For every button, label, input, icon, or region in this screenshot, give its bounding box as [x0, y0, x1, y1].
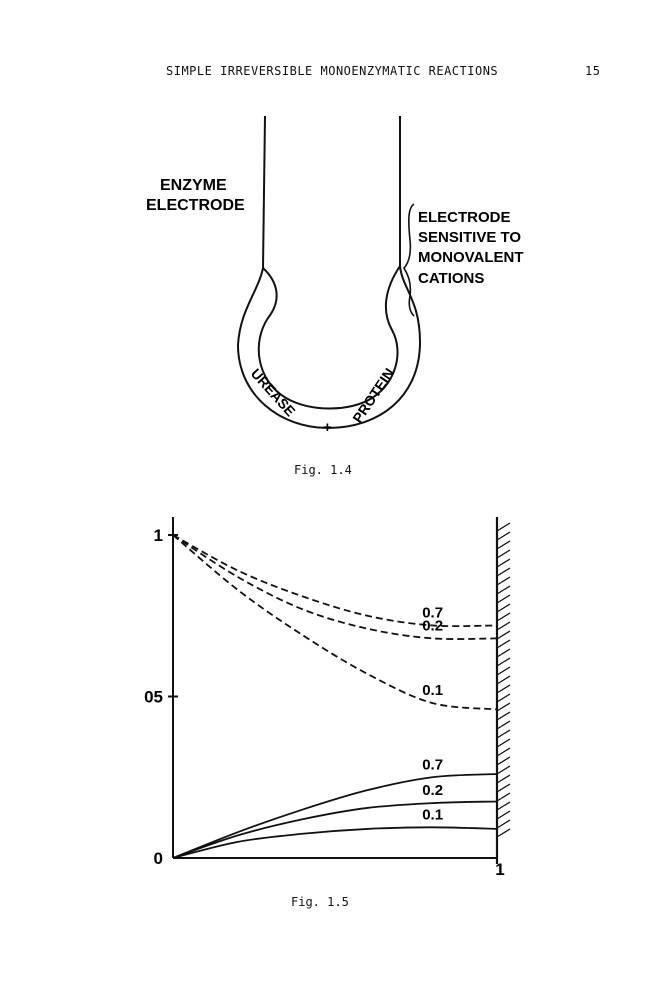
label-electrode-line1: ELECTRODE [418, 209, 511, 226]
wall-hatch [496, 558, 511, 568]
wall-hatch [496, 738, 511, 748]
wall-hatch [496, 711, 511, 721]
figure-1-4-caption: Fig. 1.4 [294, 463, 352, 477]
wall-hatch [496, 774, 511, 784]
page-header: SIMPLE IRREVERSIBLE MONOENZYMATIC REACTI… [0, 64, 666, 84]
wall-hatch [496, 612, 511, 622]
wall-hatch [496, 621, 511, 631]
wall-hatch [496, 576, 511, 586]
wall-hatch [496, 702, 511, 712]
wall-hatch [496, 675, 511, 685]
series-label-solid-0-1: 0.1 [422, 806, 443, 823]
y-tick-label: 05 [144, 688, 163, 707]
wall-hatch [496, 729, 511, 739]
wall-hatch [496, 531, 511, 541]
electrode-tube [236, 115, 422, 430]
running-title: SIMPLE IRREVERSIBLE MONOENZYMATIC REACTI… [166, 64, 499, 78]
wall-hatch [496, 639, 511, 649]
wall-hatch [496, 819, 511, 829]
label-enzyme-line1: ENZYME [160, 177, 227, 194]
series-line-dashed-0-1 [172, 534, 498, 711]
series-label-dashed-0-2: 0.2 [422, 617, 443, 634]
wall-hatch [496, 756, 511, 766]
y-tick-label: 0 [154, 849, 163, 868]
wall-hatch [496, 693, 511, 703]
label-electrode-line3: MONOVALENT [418, 249, 524, 266]
x-tick-label: 1 [495, 860, 504, 879]
wall-hatch [496, 540, 511, 550]
label-enzyme-line2: ELECTRODE [146, 197, 245, 214]
figure-1-4: ENZYME ELECTRODE ELECTRODE SENSITIVE TO … [146, 115, 524, 436]
electrode-outer-wall [236, 115, 422, 430]
series-line-dashed-0-7 [172, 534, 498, 628]
wall-hatch [496, 747, 511, 757]
wall-hatch [496, 801, 511, 811]
figure-1-5-caption: Fig. 1.5 [291, 895, 349, 909]
wall-hatch [496, 522, 511, 532]
wall-hatch [496, 684, 511, 694]
series-line-solid-0-7 [172, 773, 498, 859]
wall-hatch [496, 828, 511, 838]
label-electrode-line2: SENSITIVE TO [418, 229, 521, 246]
page-number: 15 [585, 64, 601, 78]
wall-hatch [496, 720, 511, 730]
series-line-solid-0-2 [172, 800, 498, 859]
wall-hatch [496, 648, 511, 658]
brace-icon [403, 203, 415, 317]
wall-hatch [496, 765, 511, 775]
wall-hatch [496, 603, 511, 613]
wall-hatch [496, 549, 511, 559]
wall-hatch [496, 666, 511, 676]
wall-hatch [496, 810, 511, 820]
series-label-solid-0-2: 0.2 [422, 782, 443, 799]
wall-hatch [496, 567, 511, 577]
label-electrode-line4: CATIONS [418, 270, 484, 287]
membrane-plus: + [323, 419, 332, 436]
wall-hatch [496, 792, 511, 802]
series-label-solid-0-7: 0.7 [422, 756, 443, 773]
wall-hatch [496, 630, 511, 640]
series-label-dashed-0-1: 0.1 [422, 682, 443, 699]
wall-hatch [496, 783, 511, 793]
series-line-solid-0-1 [172, 826, 498, 859]
electrode-inner-wall [257, 265, 401, 410]
wall-hatch [496, 594, 511, 604]
series-label-dashed-0-7: 0.7 [422, 604, 443, 621]
y-tick-label: 1 [154, 526, 163, 545]
series-line-dashed-0-2 [172, 534, 498, 640]
wall-hatch [496, 657, 511, 667]
wall-hatch [496, 585, 511, 595]
